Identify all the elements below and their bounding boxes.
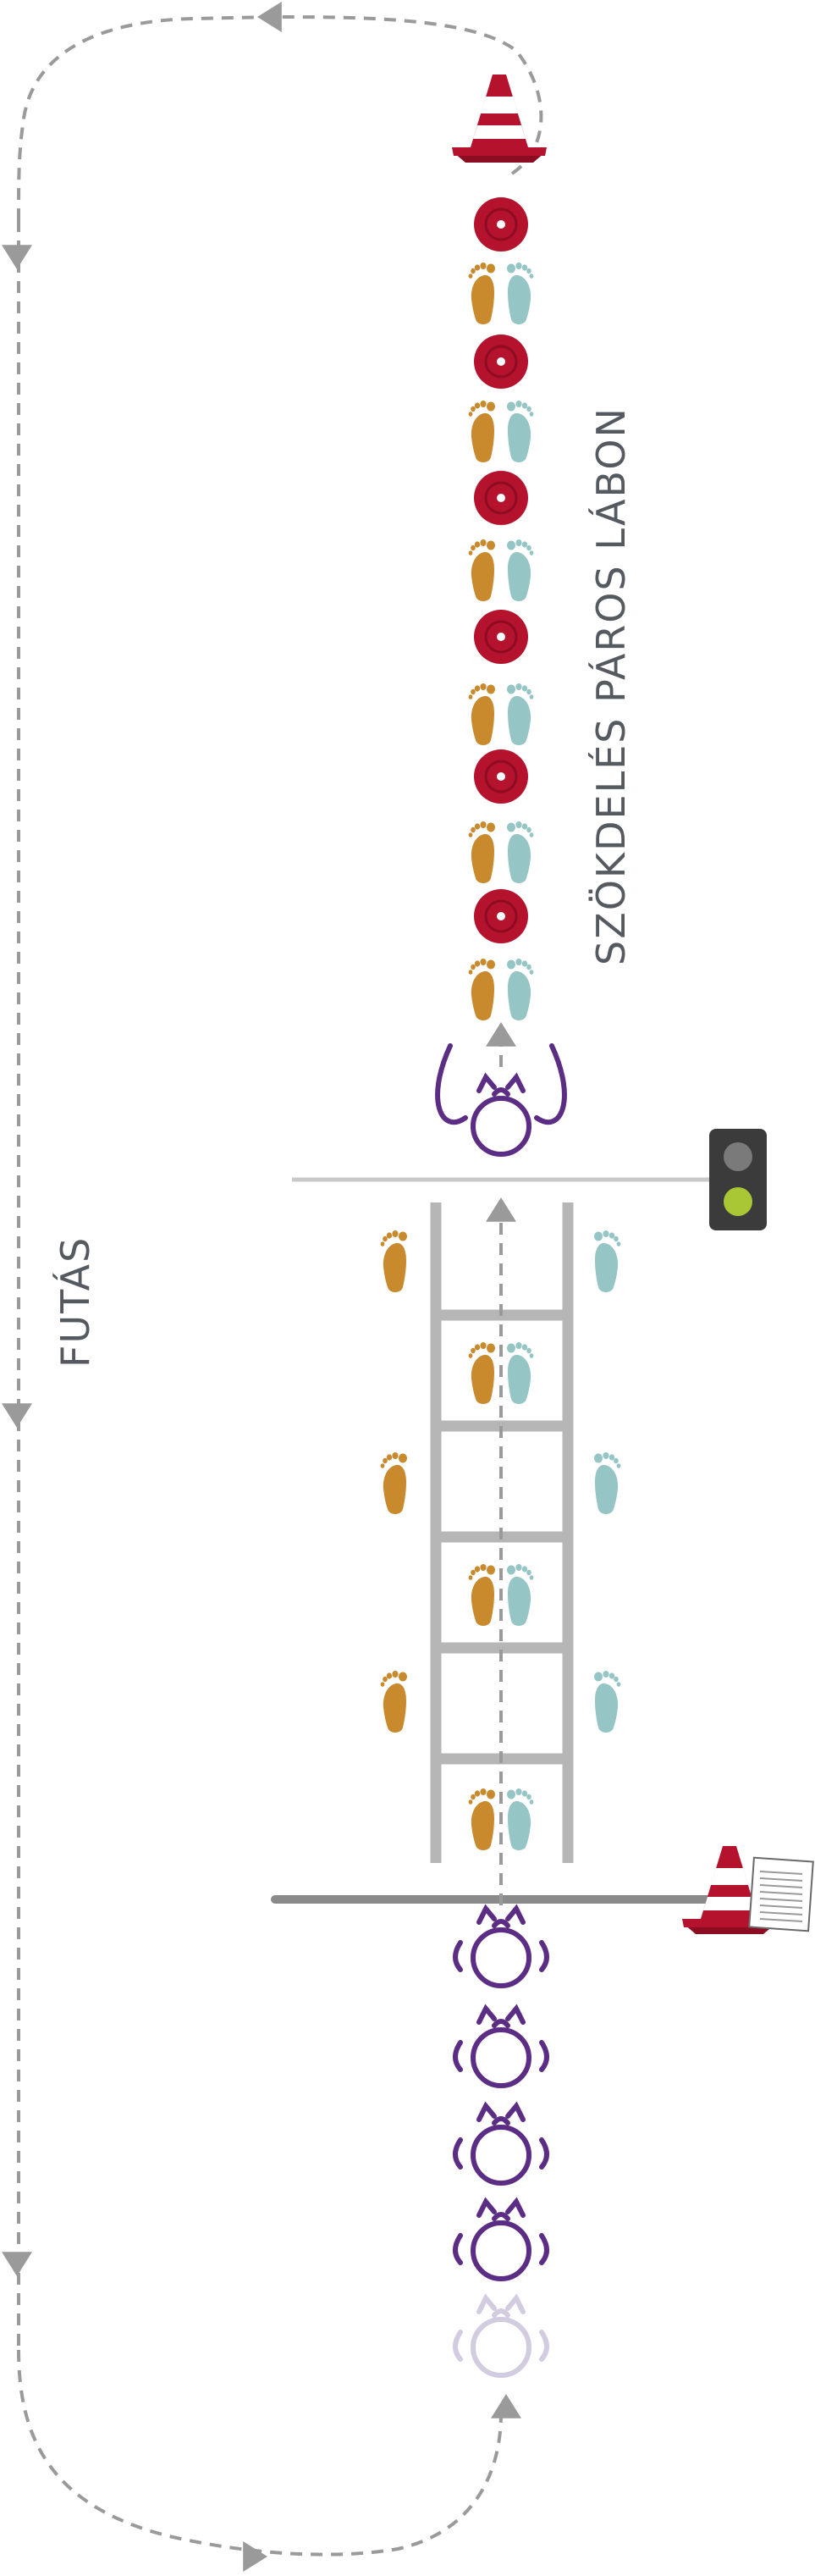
- disc-icon: [474, 889, 528, 943]
- bottom-return-path: [17, 2349, 503, 2557]
- skip-label: SZÖKDELÉS PÁROS LÁBON: [588, 406, 634, 965]
- left-foot-icon: [468, 539, 495, 601]
- right-foot-icon: [507, 683, 534, 745]
- right-foot-icon: [594, 1671, 621, 1733]
- footprint-pair: [468, 683, 534, 745]
- left-foot-icon: [468, 821, 495, 883]
- arrow-icon: [243, 2541, 267, 2572]
- left-foot-icon: [468, 1788, 495, 1850]
- left-foot-icon: [468, 683, 495, 745]
- right-foot-icon: [507, 959, 534, 1020]
- faded-player-icon: [453, 2293, 549, 2378]
- arrow-icon: [2, 1403, 32, 1428]
- top-cone-icon: [452, 75, 547, 163]
- waiting-player-icon: [453, 2004, 549, 2088]
- arrow-icon: [486, 1022, 516, 1047]
- disc-icon: [474, 334, 528, 389]
- arrow-icon: [486, 1197, 516, 1222]
- footprint-pair: [468, 263, 534, 324]
- arrow-icon: [257, 2, 282, 32]
- right-foot-icon: [507, 1342, 534, 1404]
- waiting-player-icon: [453, 1904, 549, 1988]
- arrow-icon: [2, 245, 32, 269]
- arrow-icon: [2, 2252, 32, 2276]
- left-foot-icon: [468, 1564, 495, 1626]
- arrow-icon: [491, 2394, 521, 2418]
- top-return-path: [17, 14, 543, 221]
- right-foot-icon: [507, 1564, 534, 1626]
- disc-icon: [474, 749, 528, 804]
- footprint-pair: [468, 401, 534, 462]
- left-foot-icon: [380, 1230, 407, 1292]
- footprint-pair: [468, 539, 534, 601]
- traffic-light-icon: [709, 1129, 767, 1230]
- footprint-pair: [468, 959, 534, 1020]
- right-foot-icon: [507, 1788, 534, 1850]
- left-foot-icon: [468, 959, 495, 1020]
- right-foot-icon: [594, 1452, 621, 1514]
- disc-icon: [474, 471, 528, 525]
- waiting-player-icon: [453, 2101, 549, 2186]
- disc-icon: [474, 610, 528, 664]
- right-foot-icon: [507, 539, 534, 601]
- left-foot-icon: [380, 1671, 407, 1733]
- left-foot-icon: [468, 401, 495, 462]
- right-foot-icon: [507, 263, 534, 324]
- clipboard-icon: [748, 1856, 814, 1932]
- left-foot-icon: [468, 263, 495, 324]
- waiting-player-icon: [453, 2197, 549, 2281]
- right-foot-icon: [507, 821, 534, 883]
- left-foot-icon: [380, 1452, 407, 1514]
- right-foot-icon: [507, 401, 534, 462]
- right-foot-icon: [594, 1230, 621, 1292]
- active-player-icon: [435, 1043, 567, 1157]
- left-foot-icon: [468, 1342, 495, 1404]
- footprint-pair: [468, 821, 534, 883]
- disc-icon: [474, 197, 528, 252]
- run-label: FUTÁS: [52, 1235, 98, 1368]
